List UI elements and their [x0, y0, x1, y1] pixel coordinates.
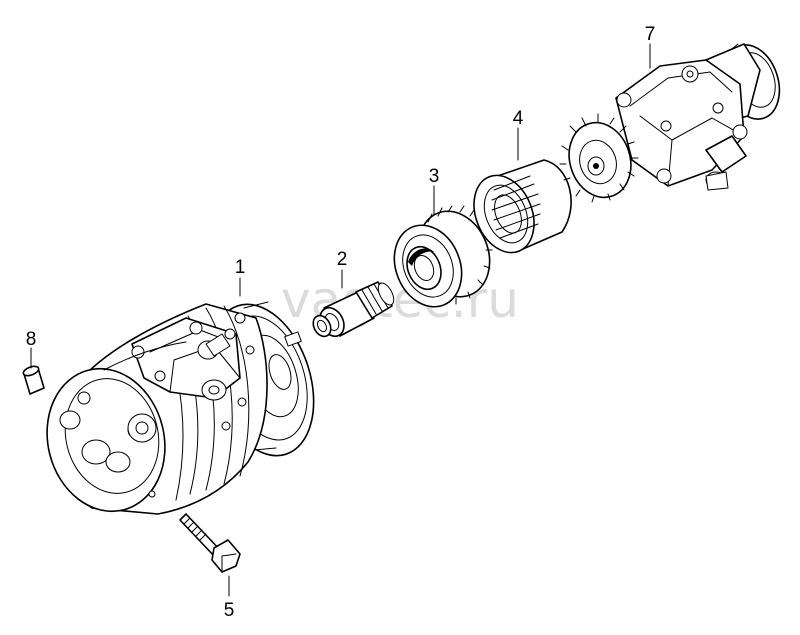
callout-1: 1 — [235, 257, 246, 278]
callout-3: 3 — [429, 166, 440, 187]
part-5-bolt — [179, 513, 241, 573]
part-3-gear-coupling — [393, 205, 493, 308]
part-4-splined-sleeve — [473, 159, 572, 254]
callout-8: 8 — [26, 329, 37, 350]
part-8-sleeve — [22, 365, 45, 395]
callout-5: 5 — [224, 600, 235, 621]
part-7-steering-pump — [559, 43, 781, 203]
callout-7: 7 — [645, 24, 656, 45]
callout-4: 4 — [513, 108, 524, 129]
part-1-compressor — [46, 301, 315, 515]
callout-2: 2 — [337, 249, 348, 270]
part-2-spline-adapter — [312, 281, 395, 338]
